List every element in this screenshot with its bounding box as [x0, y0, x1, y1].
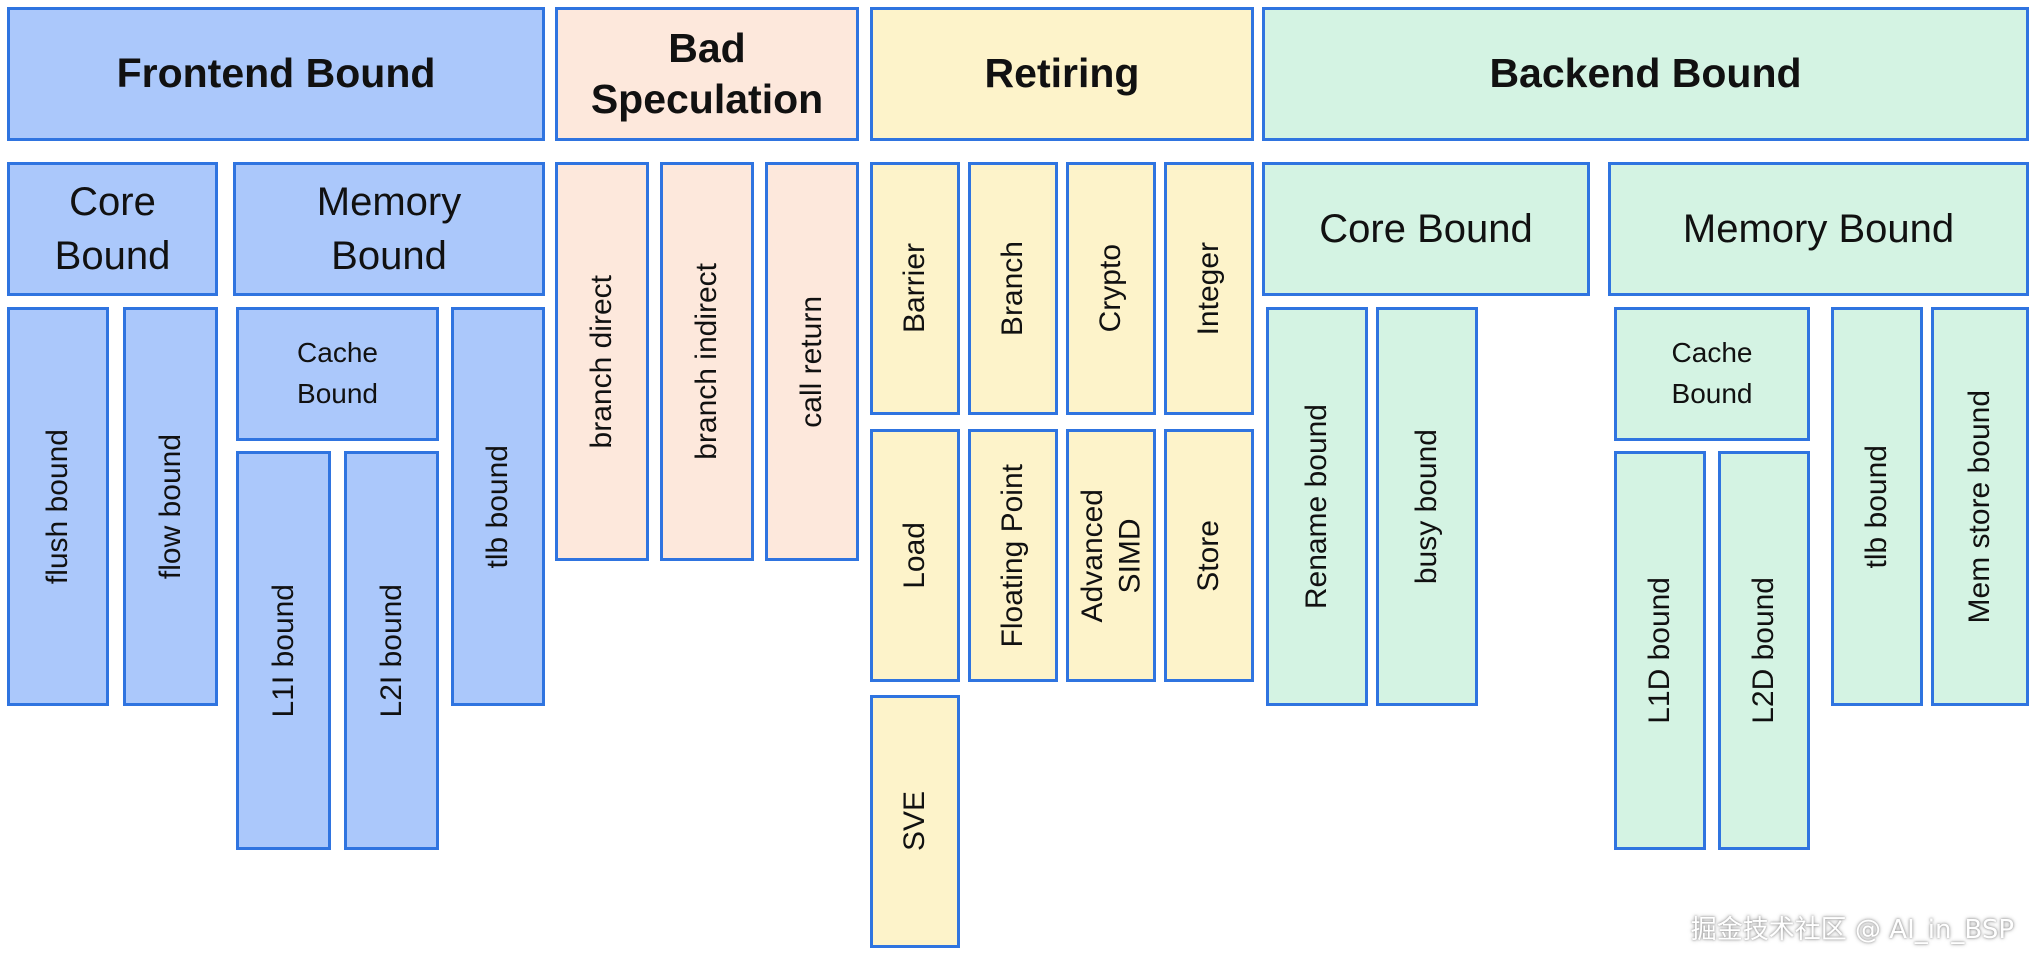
call-return-box: call return	[765, 162, 859, 561]
retiring-branch-box: Branch	[968, 162, 1058, 415]
store-box: Store	[1164, 429, 1254, 682]
rename-bound-box: Rename bound	[1266, 307, 1368, 706]
backend-bound-header: Backend Bound	[1262, 7, 2029, 141]
frontend-core-bound-box: Core Bound	[7, 162, 218, 296]
branch-direct-box: branch direct	[555, 162, 649, 561]
l2d-bound-box: L2D bound	[1718, 451, 1810, 850]
backend-tlb-bound-box: tlb bound	[1831, 307, 1923, 706]
integer-box: Integer	[1164, 162, 1254, 415]
retiring-header: Retiring	[870, 7, 1254, 141]
floating-point-box: Floating Point	[968, 429, 1058, 682]
sve-box: SVE	[870, 695, 960, 948]
backend-core-bound-box: Core Bound	[1262, 162, 1590, 296]
load-box: Load	[870, 429, 960, 682]
frontend-tlb-bound-box: tlb bound	[451, 307, 545, 706]
l1i-bound-box: L1I bound	[236, 451, 331, 850]
barrier-box: Barrier	[870, 162, 960, 415]
frontend-memory-bound-box: Memory Bound	[233, 162, 545, 296]
bad-speculation-header: Bad Speculation	[555, 7, 859, 141]
crypto-box: Crypto	[1066, 162, 1156, 415]
watermark: 掘金技术社区 @ AI_in_BSP	[1690, 915, 2014, 945]
frontend-bound-header: Frontend Bound	[7, 7, 545, 141]
advanced-simd-box: Advanced SIMD	[1066, 429, 1156, 682]
backend-memory-bound-box: Memory Bound	[1608, 162, 2029, 296]
busy-bound-box: busy bound	[1376, 307, 1478, 706]
branch-indirect-box: branch indirect	[660, 162, 754, 561]
l1d-bound-box: L1D bound	[1614, 451, 1706, 850]
flow-bound-box: flow bound	[123, 307, 218, 706]
l2i-bound-box: L2I bound	[344, 451, 439, 850]
frontend-cache-bound-box: Cache Bound	[236, 307, 439, 441]
mem-store-bound-box: Mem store bound	[1931, 307, 2029, 706]
backend-cache-bound-box: Cache Bound	[1614, 307, 1810, 441]
flush-bound-box: flush bound	[7, 307, 109, 706]
